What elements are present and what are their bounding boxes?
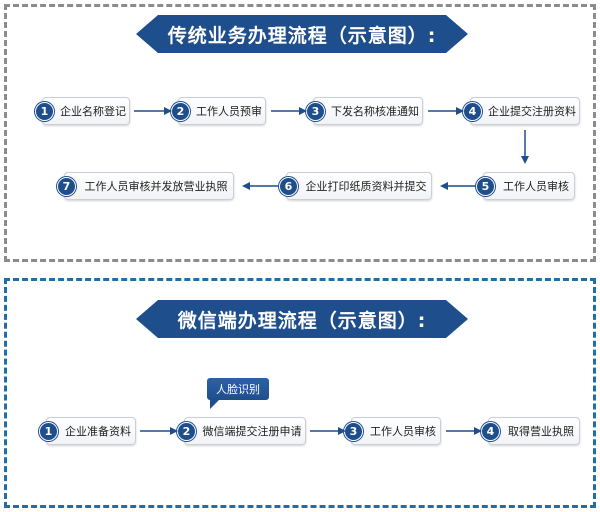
- step-label: 取得营业执照: [508, 425, 574, 438]
- traditional-step-4: 4 企业提交注册资料: [463, 97, 580, 125]
- step-number-badge: 7: [57, 177, 76, 196]
- wechat-step-4: 4 取得营业执照: [481, 417, 580, 445]
- wechat-flow-title: 微信端办理流程（示意图）:: [136, 300, 468, 338]
- traditional-flow-panel: [4, 4, 596, 262]
- step-number-badge: 6: [279, 177, 298, 196]
- traditional-step-1: 1 企业名称登记: [35, 97, 130, 125]
- step-label: 工作人员审核: [503, 180, 569, 193]
- step-number-badge: 4: [481, 422, 500, 441]
- arrow-right-icon: [428, 105, 464, 117]
- face-recognition-callout: 人脸识别: [207, 378, 269, 400]
- arrow-right-icon: [446, 425, 482, 437]
- arrow-right-icon: [134, 105, 172, 117]
- traditional-step-3: 3 下发名称核准通知: [306, 97, 423, 125]
- step-label: 企业名称登记: [60, 105, 126, 118]
- step-label: 企业准备资料: [65, 425, 131, 438]
- step-number-badge: 4: [463, 102, 482, 121]
- callout-pointer: [210, 399, 220, 409]
- step-label: 工作人员预审: [196, 105, 262, 118]
- step-label: 下发名称核准通知: [331, 105, 419, 118]
- traditional-flow-title: 传统业务办理流程（示意图）:: [136, 15, 468, 53]
- traditional-step-6: 6 企业打印纸质资料并提交: [279, 172, 432, 200]
- step-number-badge: 2: [177, 422, 196, 441]
- step-label: 微信端提交注册申请: [202, 425, 302, 438]
- arrow-left-icon: [242, 180, 278, 192]
- arrow-down-icon: [519, 130, 531, 164]
- traditional-step-2: 2 工作人员预审: [171, 97, 266, 125]
- step-label: 工作人员审核: [370, 425, 436, 438]
- wechat-step-1: 1 企业准备资料: [39, 417, 136, 445]
- step-number-badge: 3: [306, 102, 325, 121]
- step-number-badge: 3: [344, 422, 363, 441]
- step-label: 企业提交注册资料: [488, 105, 576, 118]
- wechat-step-3: 3 工作人员审核: [344, 417, 441, 445]
- arrow-right-icon: [140, 425, 178, 437]
- step-number-badge: 1: [35, 102, 54, 121]
- step-label: 企业打印纸质资料并提交: [305, 180, 427, 193]
- step-number-badge: 1: [39, 422, 58, 441]
- step-number-badge: 2: [171, 102, 190, 121]
- traditional-step-5: 5 工作人员审核: [476, 172, 575, 200]
- wechat-flow-panel: [4, 278, 596, 508]
- arrow-left-icon: [440, 180, 476, 192]
- arrow-right-icon: [271, 105, 307, 117]
- wechat-step-2: 2 微信端提交注册申请: [177, 417, 306, 445]
- step-label: 工作人员审核并发放营业执照: [84, 180, 228, 193]
- arrow-right-icon: [310, 425, 346, 437]
- traditional-step-7: 7 工作人员审核并发放营业执照: [57, 172, 234, 200]
- step-number-badge: 5: [476, 177, 495, 196]
